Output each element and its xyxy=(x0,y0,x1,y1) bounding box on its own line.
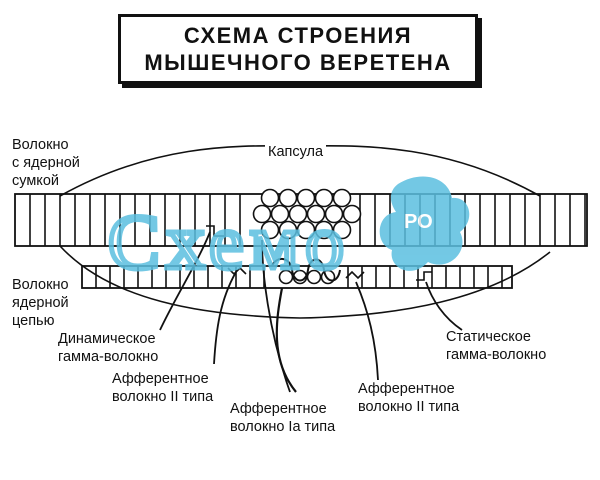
bag-nucleus xyxy=(332,220,352,240)
capsule-label: Капсула xyxy=(265,143,327,161)
afferent-ii-right-ending xyxy=(345,270,365,280)
afferent-ii-left-ending xyxy=(227,266,247,276)
bag-nucleus xyxy=(306,204,326,224)
afferent-ia-fiber-branch xyxy=(261,239,291,393)
bag-nucleus xyxy=(342,204,362,224)
afferent-ia-label: Афферентное волокно Ia типа xyxy=(230,401,336,435)
watermark-text: Схемо xyxy=(108,198,350,285)
nuclear-bag-fiber-label: Волокно с ядерной сумкой xyxy=(12,137,80,189)
watermark-suffix: РО xyxy=(404,211,433,233)
bag-fiber-striations xyxy=(29,194,586,246)
bag-nucleus xyxy=(288,204,308,224)
chain-fiber-striations xyxy=(95,266,503,288)
static-gamma-fiber xyxy=(425,281,463,331)
bag-nucleus xyxy=(296,220,316,240)
title-line-1: СХЕМА СТРОЕНИЯ xyxy=(183,23,413,48)
dynamic-gamma-ending xyxy=(206,225,224,237)
bag-nucleus xyxy=(270,204,290,224)
static-gamma-fiber-label: Статическое гамма-волокно xyxy=(446,329,547,363)
bag-nucleus xyxy=(314,220,334,240)
nuclear-chain-fiber xyxy=(81,265,513,289)
dynamic-gamma-fiber xyxy=(159,231,211,331)
bag-nucleus xyxy=(314,188,334,208)
diagram-title-box: СХЕМА СТРОЕНИЯ МЫШЕЧНОГО ВЕРЕТЕНА xyxy=(118,14,478,84)
bag-nucleus xyxy=(332,188,352,208)
bag-nucleus xyxy=(324,204,344,224)
nuclear-chain-fiber-label: Волокно ядерной цепью xyxy=(12,277,69,329)
nuclear-bag-nuclei xyxy=(252,188,362,240)
afferent-ii-left-fiber xyxy=(213,271,237,365)
bag-nucleus xyxy=(278,188,298,208)
bag-nucleus xyxy=(252,204,272,224)
bag-nucleus xyxy=(260,220,280,240)
ia-spiral-ending xyxy=(271,258,341,282)
afferent-ii-right-label: Афферентное волокно II типа xyxy=(358,381,460,415)
bag-nucleus xyxy=(278,220,298,240)
watermark-splash xyxy=(379,176,470,271)
bag-nucleus xyxy=(260,188,280,208)
dynamic-gamma-fiber-label: Динамическое гамма-волокно xyxy=(58,331,159,365)
chain-nucleus xyxy=(306,269,322,285)
title-line-2: МЫШЕЧНОГО ВЕРЕТЕНА xyxy=(144,50,452,75)
afferent-ii-left-label: Афферентное волокно II типа xyxy=(112,371,214,405)
afferent-ia-fiber xyxy=(275,287,297,393)
static-gamma-ending xyxy=(416,271,432,281)
afferent-ii-right-fiber xyxy=(355,281,379,381)
chain-nucleus xyxy=(278,269,294,285)
watermark: Схемо РО xyxy=(106,176,470,288)
bag-nucleus xyxy=(296,188,316,208)
